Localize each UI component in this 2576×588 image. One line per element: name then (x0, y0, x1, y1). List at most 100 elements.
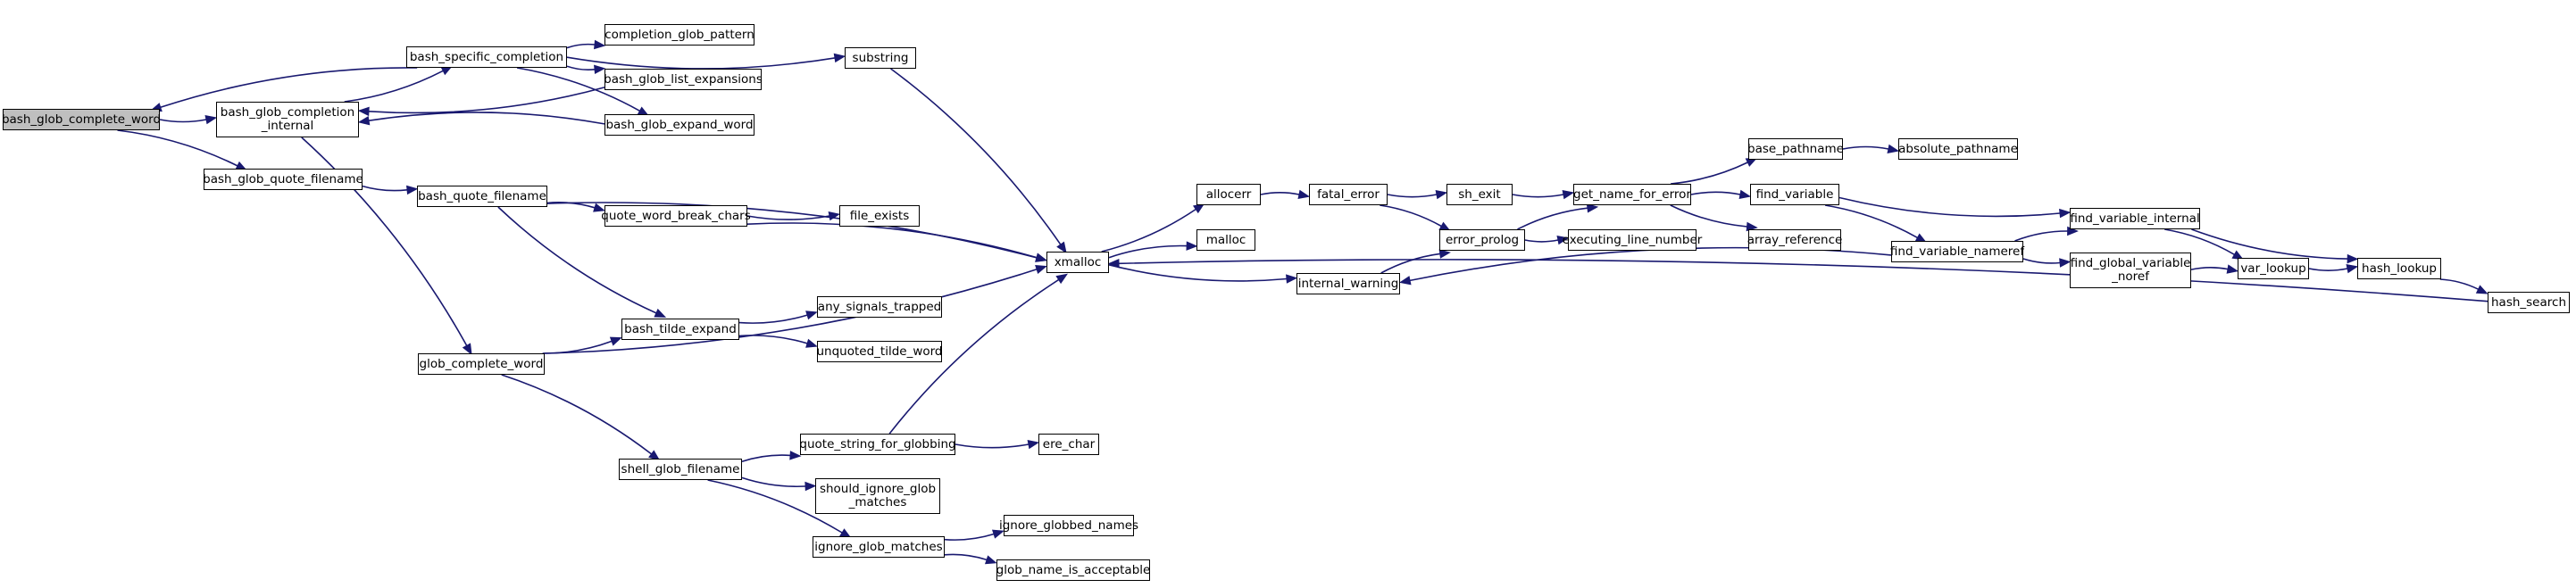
node-find-variable-internal[interactable]: find_variable_internal (2070, 208, 2200, 229)
edge-base_pathname-to-absolute_pathname (1842, 145, 1889, 150)
arrowhead-shell_glob_filename-to-should_ignore_glob_matches (804, 481, 817, 492)
arrowhead-xmalloc-to-internal_warning (1286, 274, 1298, 284)
arrowhead-find_variable_internal-to-hash_lookup (2347, 253, 2359, 264)
edge-hash_lookup-to-hash_search (2439, 278, 2479, 290)
edge-bash_specific_completion-to-completion_glob_pattern (566, 43, 596, 49)
node-hash-search[interactable]: hash_search (2488, 292, 2570, 313)
node-find-global-variable-noref[interactable]: find_global_variable _noref (2070, 253, 2191, 288)
edge-bash_glob_completion_internal-to-bash_specific_completion (344, 70, 444, 103)
edge-bash_glob_expand_word-to-bash_glob_completion_internal (368, 112, 605, 125)
node-xmalloc[interactable]: xmalloc (1046, 252, 1109, 273)
node-hash-lookup[interactable]: hash_lookup (2357, 258, 2441, 279)
edge-quote_word_break_chars-to-file_exists (746, 215, 830, 220)
arrowhead-glob_complete_word-to-bash_tilde_expand (609, 336, 622, 346)
node-error-prolog[interactable]: error_prolog (1439, 229, 1525, 251)
edge-substring-to-xmalloc (890, 68, 1062, 245)
arrowhead-bash_glob_expand_word-to-bash_glob_completion_internal (357, 115, 371, 126)
arrowhead-find_variable-to-find_variable_internal (2059, 208, 2072, 219)
node-glob-name-is-acceptable[interactable]: glob_name_is_acceptable (996, 559, 1150, 581)
node-malloc[interactable]: malloc (1196, 229, 1255, 251)
edge-find_variable_nameref-to-find_variable_internal (2014, 230, 2068, 242)
node-absolute-pathname[interactable]: absolute_pathname (1898, 138, 2018, 160)
arrowhead-bash_specific_completion-to-completion_glob_pattern (594, 39, 606, 50)
arrowhead-bash_glob_quote_filename-to-bash_quote_filename (406, 185, 419, 195)
edge-xmalloc-to-allocerr (1101, 208, 1196, 253)
node-ignore-globbed-names[interactable]: ignore_globbed_names (999, 515, 1138, 536)
node-bash-glob-completion-internal[interactable]: bash_glob_completion _internal (216, 102, 359, 137)
edge-shell_glob_filename-to-ignore_glob_matches (707, 479, 843, 534)
node-substring[interactable]: substring (845, 47, 916, 69)
arrowhead-shell_glob_filename-to-quote_string_for_globbing (789, 451, 802, 460)
arrowhead-bash_tilde_expand-to-unquoted_tilde_word (805, 338, 818, 348)
arrowhead-bash_specific_completion-to-substring (833, 53, 846, 63)
edge-quote_word_break_chars-to-xmalloc (746, 222, 1038, 259)
edge-bash_quote_filename-to-bash_tilde_expand (497, 206, 657, 314)
edge-error_prolog-to-executing_line_number (1524, 239, 1559, 243)
node-ere-char[interactable]: ere_char (1038, 434, 1099, 455)
node-unquoted-tilde-word[interactable]: unquoted_tilde_word (816, 341, 943, 362)
node-find-variable[interactable]: find_variable (1750, 184, 1839, 205)
edge-fatal_error-to-error_prolog (1380, 204, 1442, 228)
edge-ignore_glob_matches-to-glob_name_is_acceptable (944, 553, 988, 561)
node-sh-exit[interactable]: sh_exit (1446, 184, 1513, 205)
edge-ignore_glob_matches-to-ignore_globbed_names (944, 533, 995, 541)
arrowhead-bash_specific_completion-to-bash_glob_list_expansions (594, 64, 606, 74)
node-glob-complete-word[interactable]: glob_complete_word (418, 353, 545, 375)
node-base-pathname[interactable]: base_pathname (1747, 138, 1844, 160)
edge-bash_specific_completion-to-substring (566, 56, 836, 70)
arrowhead-ignore_glob_matches-to-ignore_globbed_names (991, 529, 1005, 539)
edge-get_name_for_error-to-find_variable (1690, 191, 1741, 195)
edge-glob_complete_word-to-xmalloc (544, 269, 1038, 354)
node-completion-glob-pattern[interactable]: completion_glob_pattern (604, 24, 754, 46)
arrowhead-internal_warning-to-error_prolog (1438, 249, 1452, 259)
node-executing-line-number[interactable]: executing_line_number (1563, 229, 1702, 251)
edge-bash_glob_completion_internal-to-glob_complete_word (301, 137, 468, 346)
edge-find_variable_internal-to-hash_lookup (2191, 228, 2348, 260)
edge-xmalloc-to-malloc (1108, 244, 1188, 259)
node-bash-tilde-expand[interactable]: bash_tilde_expand (621, 319, 739, 340)
node-get-name-for-error[interactable]: get_name_for_error (1573, 184, 1691, 205)
node-bash-glob-expand-word[interactable]: bash_glob_expand_word (604, 114, 754, 136)
node-bash-glob-list-expansions[interactable]: bash_glob_list_expansions (604, 69, 763, 90)
node-fatal-error[interactable]: fatal_error (1309, 184, 1388, 205)
node-bash-glob-complete-word: bash_glob_complete_word (2, 109, 161, 130)
arrowhead-error_prolog-to-executing_line_number (1556, 235, 1570, 245)
arrowhead-bash_tilde_expand-to-any_signals_trapped (805, 311, 818, 320)
node-any-signals-trapped[interactable]: any_signals_trapped (817, 296, 942, 318)
arrowhead-sh_exit-to-get_name_for_error (1562, 189, 1575, 200)
arrowhead-find_global_variable_noref-to-var_lookup (2226, 264, 2239, 274)
edge-bash_glob_quote_filename-to-bash_quote_filename (362, 185, 408, 192)
edge-find_variable-to-find_variable_nameref (1824, 204, 1918, 239)
edge-find_variable-to-find_variable_internal (1838, 196, 2061, 218)
node-bash-glob-quote-filename[interactable]: bash_glob_quote_filename (203, 169, 363, 190)
node-var-lookup[interactable]: var_lookup (2238, 258, 2309, 279)
node-bash-specific-completion[interactable]: bash_specific_completion (406, 46, 567, 68)
node-internal-warning[interactable]: internal_warning (1296, 273, 1400, 294)
edge-find_global_variable_noref-to-var_lookup (2190, 266, 2229, 270)
node-array-reference[interactable]: array_reference (1747, 229, 1842, 251)
node-quote-string-for-globbing[interactable]: quote_string_for_globbing (799, 434, 956, 455)
node-should-ignore-glob-matches[interactable]: should_ignore_glob _matches (815, 478, 940, 514)
node-allocerr[interactable]: allocerr (1196, 184, 1261, 205)
node-find-variable-nameref[interactable]: find_variable_nameref (1890, 241, 2024, 262)
edge-hash_search-to-xmalloc (1118, 259, 2488, 302)
node-ignore-glob-matches[interactable]: ignore_glob_matches (813, 536, 945, 558)
arrowhead-substring-to-xmalloc (1056, 241, 1067, 254)
arrowhead-find_variable_nameref-to-internal_warning (1398, 276, 1412, 286)
edge-get_name_for_error-to-base_pathname (1671, 161, 1748, 185)
node-bash-quote-filename[interactable]: bash_quote_filename (417, 186, 547, 207)
node-quote-word-break-chars[interactable]: quote_word_break_chars (601, 205, 751, 227)
arrowhead-xmalloc-to-malloc (1186, 241, 1198, 251)
arrowhead-bash_glob_completion_internal-to-glob_complete_word (462, 343, 472, 356)
arrowhead-bash_glob_list_expansions-to-bash_glob_completion_internal (357, 106, 370, 117)
edge-quote_string_for_globbing-to-xmalloc (888, 278, 1060, 435)
arrowhead-ignore_glob_matches-to-glob_name_is_acceptable (984, 555, 997, 565)
node-shell-glob-filename[interactable]: shell_glob_filename (619, 459, 742, 480)
edge-find_variable_internal-to-var_lookup (2164, 228, 2235, 255)
arrowhead-base_pathname-to-absolute_pathname (1887, 144, 1900, 154)
arrowhead-fatal_error-to-sh_exit (1435, 189, 1448, 200)
node-file-exists[interactable]: file_exists (839, 205, 920, 227)
arrowhead-error_prolog-to-get_name_for_error (1586, 203, 1599, 213)
arrowhead-quote_word_break_chars-to-file_exists (828, 211, 841, 221)
arrowhead-bash_quote_filename-to-bash_tilde_expand (654, 308, 667, 318)
